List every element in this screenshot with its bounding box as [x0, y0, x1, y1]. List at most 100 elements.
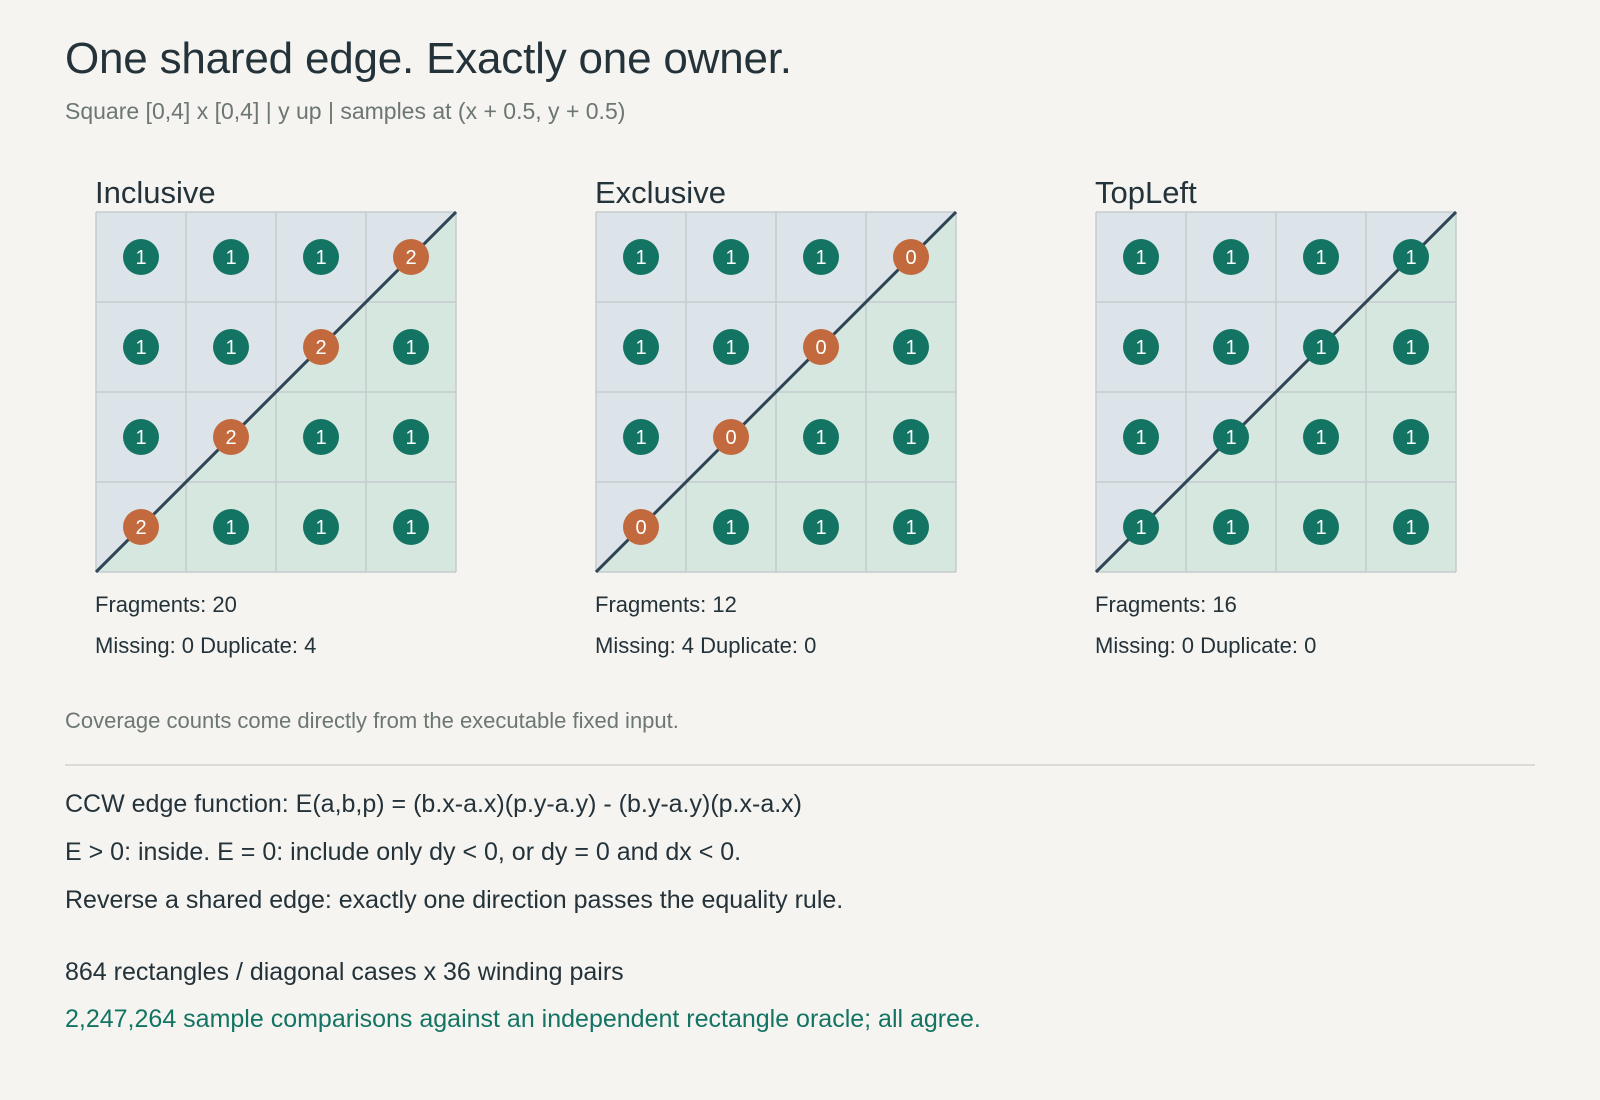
sample-badge: 1: [893, 509, 929, 545]
missing-duplicate-count: Missing: 0 Duplicate: 0: [1095, 633, 1317, 658]
shared-edge: [1095, 211, 1457, 573]
sample-badge: 1: [1303, 419, 1339, 455]
sample-badge: 2: [303, 329, 339, 365]
page-subtitle: Square [0,4] x [0,4] | y up | samples at…: [65, 98, 626, 124]
fragments-count: Fragments: 20: [95, 592, 237, 617]
missing-duplicate-count: Missing: 4 Duplicate: 0: [595, 633, 817, 658]
coverage-count: 1: [1225, 247, 1236, 269]
sample-badge: 1: [893, 419, 929, 455]
coverage-count: 1: [315, 517, 326, 539]
sample-badge: 1: [1303, 329, 1339, 365]
coverage-count: 1: [815, 427, 826, 449]
sample-badge: 1: [803, 419, 839, 455]
sample-badge: 1: [1213, 239, 1249, 275]
coverage-count: 1: [405, 427, 416, 449]
coverage-count: 1: [1405, 247, 1416, 269]
coverage-count: 1: [405, 517, 416, 539]
shared-edge-rule: Reverse a shared edge: exactly one direc…: [65, 886, 844, 914]
coverage-note: Coverage counts come directly from the e…: [65, 708, 679, 733]
sample-badge: 1: [623, 419, 659, 455]
coverage-count: 2: [315, 337, 326, 359]
coverage-count: 1: [1405, 427, 1416, 449]
coverage-count: 1: [1405, 517, 1416, 539]
sample-badge: 2: [123, 509, 159, 545]
sample-badge: 1: [803, 239, 839, 275]
sample-badge: 1: [123, 329, 159, 365]
sample-badge: 1: [303, 509, 339, 545]
sample-badge: 1: [1123, 419, 1159, 455]
coverage-count: 1: [1315, 427, 1326, 449]
coverage-count: 1: [905, 337, 916, 359]
coverage-count: 1: [905, 517, 916, 539]
panel-title: Inclusive: [95, 175, 216, 210]
coverage-count: 1: [225, 517, 236, 539]
sample-badge: 0: [713, 419, 749, 455]
sample-badge: 2: [213, 419, 249, 455]
sample-badge: 1: [213, 239, 249, 275]
coverage-count: 2: [405, 247, 416, 269]
coverage-count: 0: [815, 337, 826, 359]
sample-badge: 1: [713, 239, 749, 275]
sample-badge: 1: [1213, 509, 1249, 545]
shared-edge: [595, 211, 957, 573]
coverage-count: 1: [1225, 427, 1236, 449]
coverage-grid: 1 1 1 0 1 1 0 1 1 0 1 1 0 1 1 1: [595, 211, 957, 573]
section-divider: [65, 764, 1535, 766]
sample-badge: 1: [893, 329, 929, 365]
sample-badge: 1: [123, 419, 159, 455]
coverage-count: 1: [815, 247, 826, 269]
coverage-count: 1: [1135, 247, 1146, 269]
sample-badge: 1: [1213, 419, 1249, 455]
verification-result: 2,247,264 sample comparisons against an …: [65, 1005, 981, 1033]
page-title: One shared edge. Exactly one owner.: [65, 34, 792, 83]
shared-edge: [95, 211, 457, 573]
sample-badge: 1: [1393, 419, 1429, 455]
sample-badge: 0: [893, 239, 929, 275]
coverage-count: 2: [135, 517, 146, 539]
sample-badge: 1: [1393, 239, 1429, 275]
panel-title: TopLeft: [1095, 175, 1197, 210]
sample-badge: 1: [713, 509, 749, 545]
sample-badge: 0: [623, 509, 659, 545]
coverage-count: 1: [1135, 337, 1146, 359]
coverage-count: 0: [905, 247, 916, 269]
coverage-count: 1: [635, 247, 646, 269]
fragments-count: Fragments: 16: [1095, 592, 1237, 617]
coverage-count: 1: [1315, 247, 1326, 269]
sample-badge: 1: [213, 329, 249, 365]
coverage-count: 1: [815, 517, 826, 539]
coverage-count: 1: [1225, 517, 1236, 539]
sample-badge: 1: [623, 239, 659, 275]
sample-badge: 0: [803, 329, 839, 365]
coverage-count: 1: [135, 427, 146, 449]
coverage-count: 1: [225, 247, 236, 269]
panel-title: Exclusive: [595, 175, 726, 210]
coverage-count: 1: [1135, 517, 1146, 539]
coverage-count: 1: [135, 337, 146, 359]
coverage-count: 1: [1225, 337, 1236, 359]
sample-badge: 1: [1123, 239, 1159, 275]
coverage-count: 1: [1315, 517, 1326, 539]
sample-badge: 1: [213, 509, 249, 545]
coverage-count: 1: [1135, 427, 1146, 449]
coverage-count: 1: [725, 337, 736, 359]
sample-badge: 1: [713, 329, 749, 365]
sample-badge: 1: [393, 419, 429, 455]
test-case-count: 864 rectangles / diagonal cases x 36 win…: [65, 958, 624, 986]
sample-badge: 1: [1123, 329, 1159, 365]
coverage-count: 1: [1315, 337, 1326, 359]
coverage-count: 0: [635, 517, 646, 539]
coverage-count: 0: [725, 427, 736, 449]
sample-badge: 1: [623, 329, 659, 365]
missing-duplicate-count: Missing: 0 Duplicate: 4: [95, 633, 317, 658]
coverage-count: 1: [635, 337, 646, 359]
sample-badge: 1: [123, 239, 159, 275]
coverage-count: 1: [635, 427, 646, 449]
tie-break-rule: E > 0: inside. E = 0: include only dy < …: [65, 838, 742, 866]
sample-badge: 1: [1303, 509, 1339, 545]
sample-badge: 1: [803, 509, 839, 545]
coverage-count: 1: [135, 247, 146, 269]
